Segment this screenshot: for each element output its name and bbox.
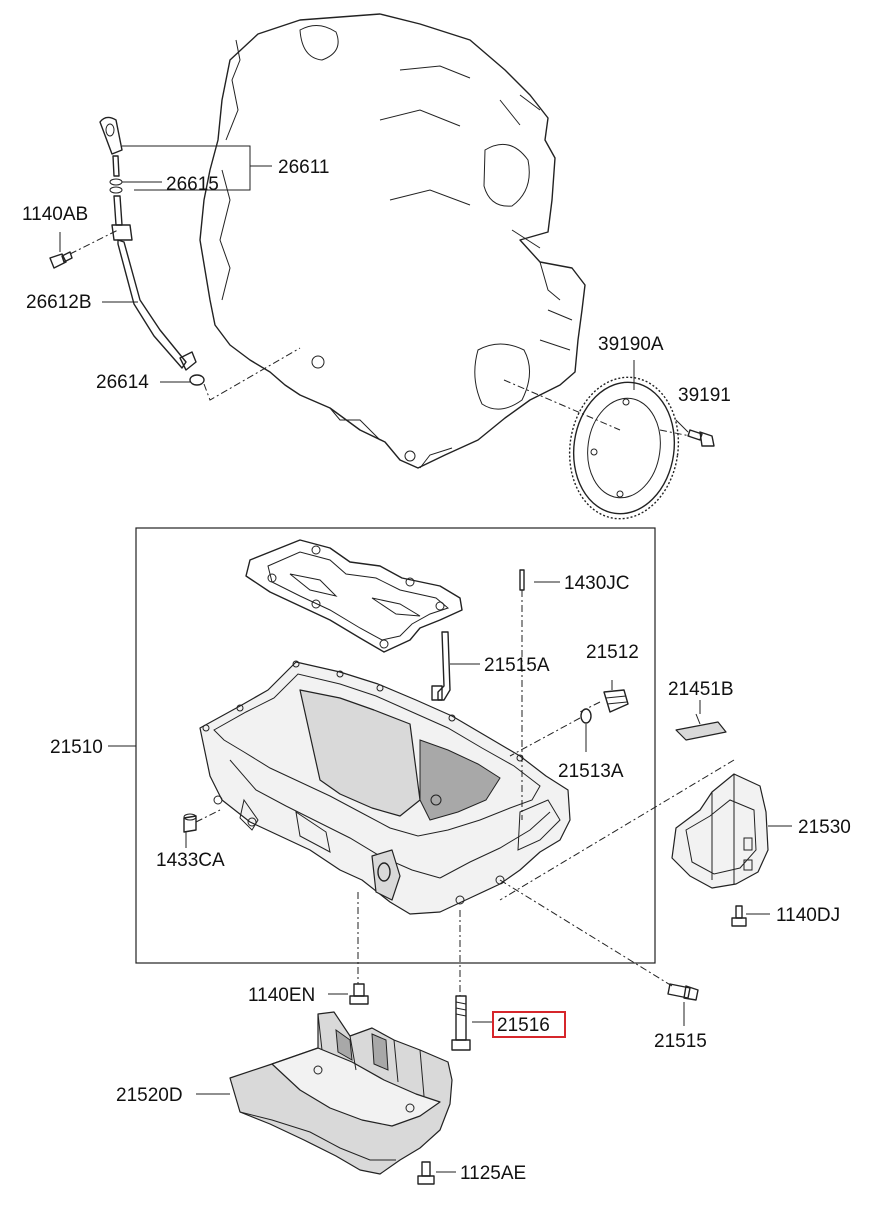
label-21530[interactable]: 21530 bbox=[798, 817, 851, 838]
label-21516[interactable]: 21516 bbox=[497, 1015, 550, 1036]
label-21510[interactable]: 21510 bbox=[50, 737, 103, 758]
label-21520D[interactable]: 21520D bbox=[116, 1085, 183, 1106]
bolt-21516-icon bbox=[451, 995, 471, 1051]
label-1430JC[interactable]: 1430JC bbox=[564, 573, 630, 594]
bolt-1140EN-icon bbox=[349, 983, 369, 1005]
label-1140AB[interactable]: 1140AB bbox=[22, 204, 88, 225]
label-1140DJ[interactable]: 1140DJ bbox=[776, 905, 840, 926]
highlight-box-21516 bbox=[492, 1011, 566, 1038]
bolt-21515-icon bbox=[667, 983, 699, 1001]
stud-1430JC-icon bbox=[519, 569, 525, 591]
oil-pan-lower-21520D bbox=[229, 1011, 453, 1175]
tube-21515A bbox=[431, 631, 451, 701]
label-26611[interactable]: 26611 bbox=[278, 157, 329, 178]
label-26614[interactable]: 26614 bbox=[96, 372, 149, 393]
label-26612B[interactable]: 26612B bbox=[26, 292, 92, 313]
label-21512[interactable]: 21512 bbox=[586, 642, 639, 663]
label-39190A[interactable]: 39190A bbox=[598, 334, 664, 355]
oil-pan-upper bbox=[199, 660, 571, 915]
bolt-39191-icon bbox=[687, 429, 715, 447]
strainer-21451B bbox=[675, 713, 727, 741]
engine-block bbox=[199, 13, 586, 469]
plug-1433CA-icon bbox=[183, 813, 197, 833]
dipstick-assembly bbox=[99, 116, 205, 386]
baffle-21530 bbox=[671, 773, 769, 889]
leader-lines bbox=[59, 145, 792, 1173]
label-21515[interactable]: 21515 bbox=[654, 1031, 707, 1052]
bolt-1140AB-icon bbox=[49, 251, 73, 269]
label-21451B[interactable]: 21451B bbox=[668, 679, 734, 700]
label-1433CA[interactable]: 1433CA bbox=[156, 850, 225, 871]
label-21515A[interactable]: 21515A bbox=[484, 655, 550, 676]
flex-plate-ring bbox=[568, 376, 680, 520]
label-1125AE[interactable]: 1125AE bbox=[460, 1163, 526, 1184]
label-21513A[interactable]: 21513A bbox=[558, 761, 624, 782]
label-39191[interactable]: 39191 bbox=[678, 385, 731, 406]
label-1140EN[interactable]: 1140EN bbox=[248, 985, 315, 1006]
label-26615[interactable]: 26615 bbox=[166, 174, 219, 195]
part-labels: 26611 26615 1140AB 26612B 26614 39190A 3… bbox=[22, 157, 851, 1184]
bolt-1140DJ-icon bbox=[731, 905, 747, 927]
bolt-1125AE-icon bbox=[417, 1161, 435, 1185]
drain-plug-21512-icon bbox=[603, 689, 629, 713]
oil-pan-gasket bbox=[245, 539, 463, 653]
